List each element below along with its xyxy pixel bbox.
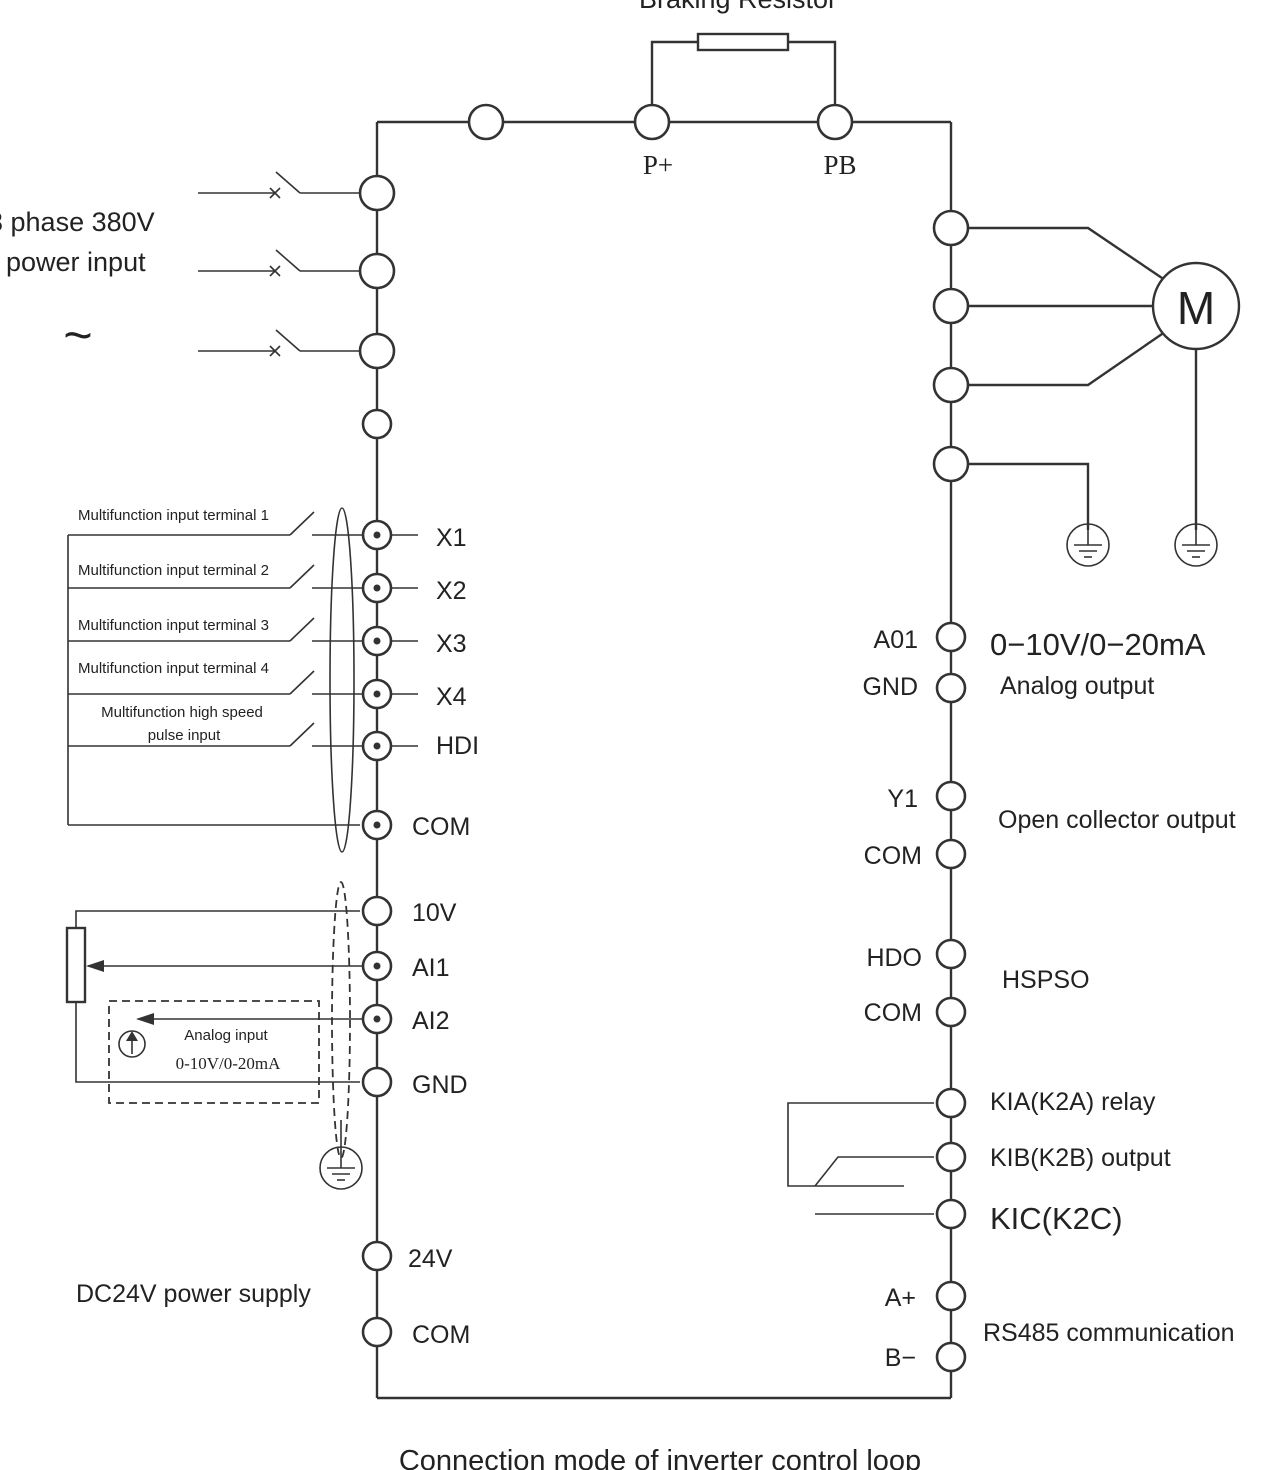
terminal-ai2-label: AI2 [412, 1007, 450, 1035]
terminal-s [358, 252, 396, 290]
terminal-x3-label: X3 [436, 630, 467, 658]
terminal-v [932, 287, 970, 325]
p-plus-label: P+ [643, 150, 673, 180]
terminal-pb [816, 103, 854, 141]
terminal-com-label: COM [412, 813, 470, 841]
digital-input-wiring [67, 507, 418, 853]
terminal-kic [935, 1198, 967, 1230]
terminal-24v-label: 24V [408, 1245, 453, 1273]
input-terminal-1-label: Multifunction input terminal 1 [78, 507, 269, 524]
input-terminal-2-label: Multifunction input terminal 2 [78, 562, 269, 579]
terminal-u [932, 209, 970, 247]
terminal-24v [361, 1240, 393, 1272]
terminal-hdo-label: HDO [866, 944, 922, 972]
relay-kib-label: KIB(K2B) output [990, 1144, 1171, 1172]
input-terminals [361, 519, 393, 841]
terminal-x1-label: X1 [436, 524, 467, 552]
pb-label: PB [823, 150, 856, 180]
power-input-switches [198, 171, 360, 357]
power-line2: power input [6, 247, 146, 277]
motor-label: M [1177, 282, 1215, 334]
terminal-gnd-label: GND [412, 1071, 468, 1099]
terminal-extra [361, 408, 393, 440]
terminal-r [358, 174, 396, 212]
terminal-w [932, 366, 970, 404]
analog-output-label: Analog output [1000, 672, 1154, 700]
relay-wiring [787, 1102, 934, 1215]
ground-icon [1066, 523, 1110, 567]
relay-kic-label: KIC(K2C) [990, 1201, 1123, 1236]
terminal-10v-label: 10V [412, 899, 457, 927]
right-terminals [935, 621, 967, 1373]
high-speed-label-2: pulse input [148, 727, 221, 744]
hspso-label: HSPSO [1002, 966, 1090, 994]
terminal-x4-label: X4 [436, 683, 467, 711]
ac-symbol: ~ [63, 307, 92, 363]
current-source-icon [118, 1030, 146, 1058]
analog-input-wiring [65, 881, 364, 1159]
terminal-a-plus-label: A+ [885, 1284, 916, 1312]
diagram-caption: Connection mode of inverter control loop [399, 1445, 921, 1470]
main-frame [375, 120, 953, 1400]
terminal-y1-label: Y1 [887, 785, 918, 813]
terminal-ai1-label: AI1 [412, 954, 450, 982]
terminal-gnd-right-label: GND [862, 673, 918, 701]
terminal-top-1 [467, 103, 505, 141]
terminal-com2-label: COM [412, 1321, 470, 1349]
ground-icon [319, 1146, 363, 1190]
high-speed-label-1: Multifunction high speed [101, 704, 263, 721]
terminal-p-plus [633, 103, 671, 141]
terminal-hdi-label: HDI [436, 732, 479, 760]
input-terminal-4-label: Multifunction input terminal 4 [78, 660, 269, 677]
rs485-label: RS485 communication [983, 1319, 1235, 1347]
dc24-label: DC24V power supply [76, 1280, 311, 1308]
analog-terminals [361, 895, 393, 1098]
braking-resistor-label: Braking Resistor [639, 0, 837, 14]
terminal-t [358, 332, 396, 370]
motor-wiring [951, 226, 1198, 530]
terminal-com-24v [361, 1316, 393, 1348]
ground-icon [1174, 523, 1218, 567]
terminal-kib [935, 1141, 967, 1173]
terminal-com-y-label: COM [864, 842, 922, 870]
terminal-com-h-label: COM [864, 999, 922, 1027]
analog-input-label: Analog input [184, 1027, 268, 1044]
motor-symbol [1151, 261, 1241, 351]
terminal-b-minus-label: B− [885, 1344, 916, 1372]
terminal-pe [932, 445, 970, 483]
terminal-kia [935, 1087, 967, 1119]
terminal-x2-label: X2 [436, 577, 467, 605]
analog-input-range: 0-10V/0-20mA [176, 1054, 282, 1073]
power-line1: 3 phase 380V [0, 207, 155, 237]
input-terminal-3-label: Multifunction input terminal 3 [78, 617, 269, 634]
braking-resistor [650, 32, 837, 104]
terminal-a01-label: A01 [874, 626, 918, 654]
analog-output-range: 0−10V/0−20mA [990, 627, 1206, 662]
open-collector-label: Open collector output [998, 806, 1236, 834]
relay-kia-label: KIA(K2A) relay [990, 1088, 1156, 1116]
